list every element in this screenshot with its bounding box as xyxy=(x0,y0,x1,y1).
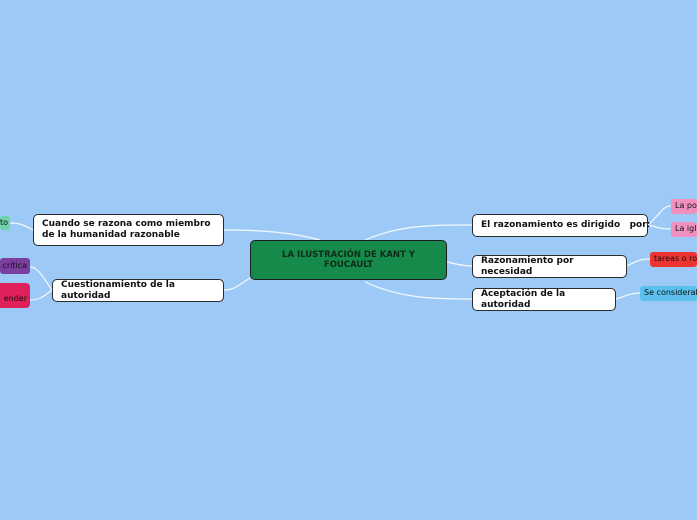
link-aceptacion-leaf xyxy=(615,292,641,300)
branch-label: Cuestionamiento de la autoridad xyxy=(61,279,175,301)
leaf-label: La po xyxy=(675,201,697,210)
leaf-label: crítica xyxy=(2,261,27,270)
leaf-tareas[interactable]: tareas o ro xyxy=(650,252,697,267)
branch-label: Aceptación de la autoridad xyxy=(481,288,566,310)
link-dirigido-leaf-1 xyxy=(647,205,672,226)
leaf-la-po[interactable]: La po xyxy=(671,199,697,214)
leaf-critica[interactable]: crítica xyxy=(0,258,30,274)
leaf-ender[interactable]: ender xyxy=(0,283,30,308)
link-central-razonamiento-dirigido xyxy=(364,224,473,241)
link-necesidad-leaf xyxy=(626,258,651,267)
link-central-razonamiento-necesidad xyxy=(446,261,473,267)
link-central-aceptacion xyxy=(364,281,473,300)
central-topic[interactable]: LA ILUSTRACIÓN DE KANT Y FOUCAULT xyxy=(250,240,447,280)
leaf-label: Se considerab xyxy=(644,288,697,297)
link-central-cuestionamiento xyxy=(223,277,251,291)
leaf-label: La igl xyxy=(675,224,697,233)
branch-cuestionamiento-autoridad[interactable]: Cuestionamiento de la autoridad xyxy=(52,279,224,302)
branch-cuando-se-razona[interactable]: Cuando se razona como miembro de la huma… xyxy=(33,214,224,246)
leaf-to[interactable]: to xyxy=(0,216,10,230)
branch-label: Razonamiento por necesidad xyxy=(481,255,574,277)
branch-label: El razonamiento es dirigido por: xyxy=(481,220,651,230)
branch-label: Cuando se razona como miembro de la huma… xyxy=(42,219,211,240)
central-topic-label: LA ILUSTRACIÓN DE KANT Y FOUCAULT xyxy=(282,250,415,270)
link-dirigido-leaf-2 xyxy=(647,224,672,230)
branch-razonamiento-necesidad[interactable]: Razonamiento por necesidad xyxy=(472,255,627,278)
link-cuando-leaf xyxy=(9,222,34,231)
link-cuestion-leaf-1 xyxy=(29,266,53,291)
branch-razonamiento-dirigido[interactable]: El razonamiento es dirigido por: xyxy=(472,214,651,237)
branch-aceptacion-autoridad[interactable]: Aceptación de la autoridad xyxy=(472,288,616,311)
link-central-cuando-se-razona xyxy=(223,229,321,241)
leaf-label: tareas o ro xyxy=(654,254,697,263)
leaf-se-considerab[interactable]: Se considerab xyxy=(640,286,697,301)
link-cuestion-leaf-2 xyxy=(29,289,53,301)
leaf-la-igl[interactable]: La igl xyxy=(671,222,697,237)
leaf-label: to xyxy=(0,218,9,227)
leaf-label: ender xyxy=(3,294,27,303)
